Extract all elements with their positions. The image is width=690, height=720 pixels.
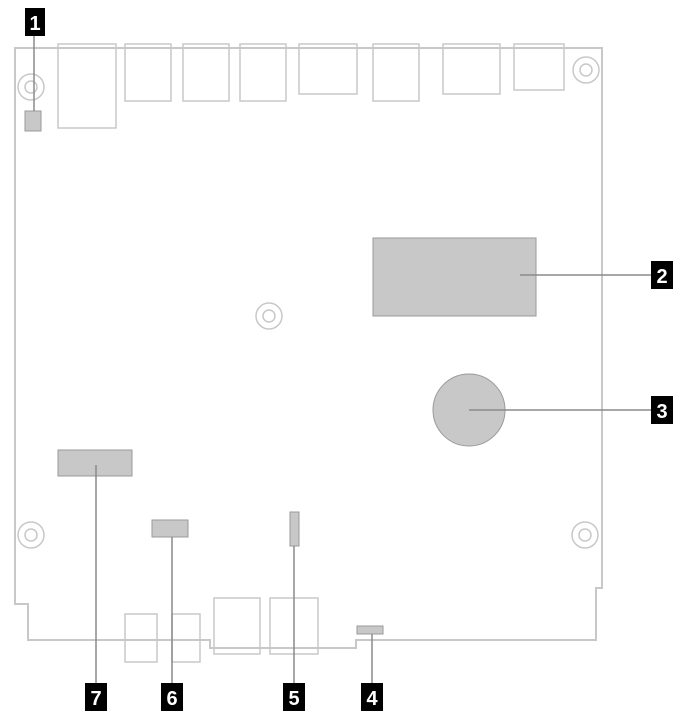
- rear-connector: [57, 43, 117, 129]
- rear-connectors: [57, 43, 565, 129]
- callout-2-label: 2: [656, 266, 667, 288]
- leader-lines: [33, 36, 651, 683]
- component-6: [151, 519, 189, 538]
- components: [24, 110, 537, 635]
- mounting-hole: [17, 73, 45, 101]
- callout-4-label: 4: [366, 688, 378, 710]
- component-7: [57, 449, 133, 477]
- callout-4: 4: [361, 683, 383, 711]
- rear-connector: [442, 43, 501, 95]
- callout-6-label: 6: [166, 688, 177, 710]
- callout-2: 2: [651, 261, 673, 289]
- callout-6: 6: [161, 683, 183, 711]
- callout-1-label: 1: [29, 13, 40, 35]
- front-connector: [124, 613, 158, 663]
- rear-connector: [124, 43, 172, 102]
- mounting-hole: [17, 521, 45, 549]
- mounting-hole: [255, 302, 283, 330]
- component-5: [289, 511, 300, 547]
- rear-connector: [298, 43, 358, 95]
- mounting-hole: [572, 56, 600, 84]
- component-2: [372, 237, 537, 317]
- callout-1: 1: [25, 8, 45, 36]
- rear-connector: [182, 43, 230, 102]
- component-1: [24, 110, 42, 132]
- callout-3-label: 3: [656, 401, 667, 423]
- component-4: [356, 625, 384, 635]
- board-outline: [14, 47, 603, 649]
- callout-7-label: 7: [90, 688, 101, 710]
- callout-3: 3: [651, 396, 673, 424]
- front-connector: [171, 613, 201, 663]
- rear-connector: [372, 43, 420, 102]
- callout-7: 7: [85, 683, 107, 711]
- callout-5: 5: [283, 683, 305, 711]
- rear-connector: [239, 43, 287, 102]
- front-connectors: [124, 597, 319, 663]
- mounting-hole: [571, 521, 599, 549]
- rear-connector: [513, 43, 565, 91]
- front-connector: [213, 597, 261, 655]
- mounting-holes: [17, 56, 600, 549]
- callout-5-label: 5: [288, 688, 299, 710]
